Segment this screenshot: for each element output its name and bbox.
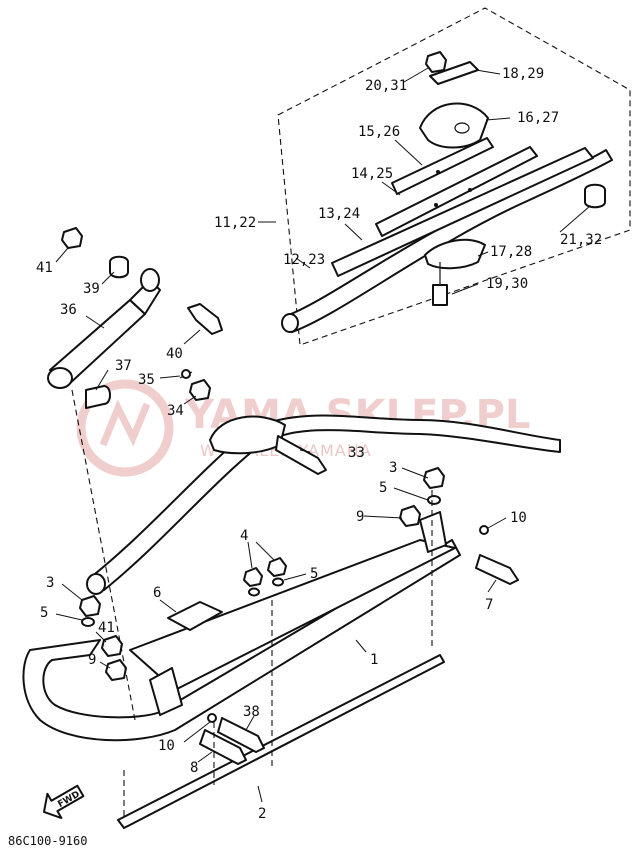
shock-absorber-eye-bottom (47, 367, 73, 389)
alignment-line (71, 389, 136, 721)
nut-20 (425, 51, 447, 73)
callout-10: 10 (158, 738, 175, 754)
callout-7: 7 (485, 597, 493, 613)
bolt-8 (199, 729, 247, 765)
callout-3: 3 (46, 575, 54, 591)
callout-16-27: 16,27 (517, 110, 559, 126)
callout-3: 3 (389, 460, 397, 476)
washer-5-right (427, 495, 441, 505)
collar-37 (85, 385, 111, 409)
nut-3-left (79, 595, 101, 617)
damper-6 (167, 601, 223, 631)
leaf-12-eye (281, 313, 299, 333)
callout-6: 6 (153, 585, 161, 601)
leaf-15 (391, 137, 494, 195)
leader-lines (55, 67, 591, 803)
callout-2: 2 (258, 806, 266, 822)
callout-12-23: 12,23 (283, 252, 325, 268)
bracket-hole (454, 122, 470, 134)
callout-1: 1 (370, 652, 378, 668)
callout-19-30: 19,30 (486, 276, 528, 292)
ski-bracket-right (419, 511, 447, 553)
bolt-38 (217, 717, 265, 753)
callout-20-31: 20,31 (365, 78, 407, 94)
callout-37: 37 (115, 358, 132, 374)
callout-15-26: 15,26 (358, 124, 400, 140)
callout-33: 33 (348, 445, 365, 461)
bolt-40 (187, 303, 223, 335)
callout-40: 40 (166, 346, 183, 362)
callout-8: 8 (190, 760, 198, 776)
callout-9: 9 (88, 652, 96, 668)
shock-absorber-eye-top (140, 268, 160, 292)
nut-34 (189, 379, 211, 401)
leaf-bolt-hole (434, 203, 438, 207)
callout-5: 5 (379, 480, 387, 496)
callout-9: 9 (356, 509, 364, 525)
bolt-33 (275, 435, 327, 475)
watermark-logo-mark (99, 399, 151, 447)
nut-3-right (423, 467, 445, 489)
pin-35-head (181, 369, 191, 379)
nut-41-top (61, 227, 83, 249)
callout-21-32: 21,32 (560, 232, 602, 248)
washer-5-left (81, 617, 95, 627)
callout-34: 34 (167, 403, 184, 419)
callout-41: 41 (98, 620, 115, 636)
callout-39: 39 (83, 281, 100, 297)
main-spring-bracket (209, 415, 286, 455)
exploded-view-boundary (277, 7, 631, 346)
leaf-bolt-hole (468, 188, 472, 192)
callout-41: 41 (36, 260, 53, 276)
callout-17-28: 17,28 (490, 244, 532, 260)
spring-bracket-16 (419, 102, 489, 149)
callout-10: 10 (510, 510, 527, 526)
nut-9-right (399, 505, 421, 527)
pin-10-right (479, 525, 489, 535)
ski-bracket-left (149, 667, 183, 716)
ski-runner-2 (117, 654, 445, 829)
callout-labels: 1 2 3 3 4 5 5 5 6 7 8 9 9 10 10 11,22 12… (36, 66, 602, 822)
callout-36: 36 (60, 302, 77, 318)
callout-11-22: 11,22 (214, 215, 256, 231)
leaf-bolt-hole (436, 170, 440, 174)
washer-5-mid-a (248, 587, 260, 597)
bushing-21 (584, 183, 606, 209)
nut-9-left (105, 659, 127, 681)
spring-seat-17 (424, 238, 486, 270)
callout-35: 35 (138, 372, 155, 388)
collar-39 (109, 255, 129, 279)
nut-4b (267, 557, 287, 577)
nut-41-bottom (101, 635, 123, 657)
callout-4: 4 (240, 528, 248, 544)
leaf-spring-stack (281, 137, 613, 333)
callout-14-25: 14,25 (351, 166, 393, 182)
washer-5-mid-b (272, 577, 284, 587)
callout-13-24: 13,24 (318, 206, 360, 222)
main-leaf-eye (86, 573, 106, 595)
catalog-code: 86C100-9160 (8, 834, 87, 848)
leaf-13 (331, 147, 594, 277)
ski-1 (22, 539, 461, 742)
callout-38: 38 (243, 704, 260, 720)
callout-5: 5 (40, 605, 48, 621)
watermark-logo (76, 379, 174, 477)
bolt-19 (432, 284, 448, 306)
callout-5: 5 (310, 566, 318, 582)
bolt-7 (475, 554, 519, 585)
leaf-14 (375, 146, 538, 237)
forward-arrow: FWD (43, 784, 85, 820)
nut-4a (243, 567, 263, 587)
callout-18-29: 18,29 (502, 66, 544, 82)
pin-10-left (207, 713, 217, 723)
